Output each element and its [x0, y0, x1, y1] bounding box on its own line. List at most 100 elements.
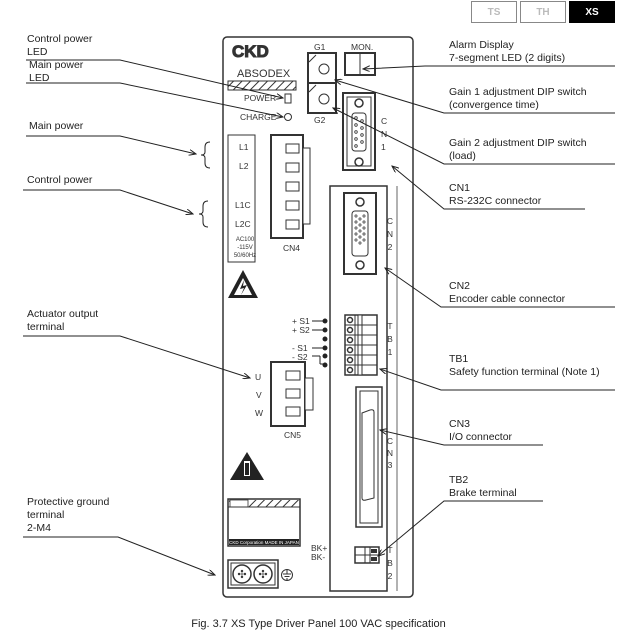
leader-main-power — [26, 135, 196, 154]
tb1-pin-leaders — [312, 318, 328, 368]
leader-gain1 — [335, 80, 615, 114]
label-line: Safety function terminal (Note 1) — [449, 366, 600, 378]
product-badge — [227, 80, 297, 91]
label-line: CN3 — [449, 418, 471, 430]
tb1-pin-plus-s1: + S1 — [292, 316, 310, 326]
leader-tb1 — [380, 369, 615, 391]
label-line: TB2 — [449, 474, 469, 486]
label-line: CN2 — [449, 280, 471, 292]
cn4-l2c: L2C — [235, 219, 251, 229]
label-line: Main power — [29, 59, 84, 71]
product-name: ABSODEX — [237, 68, 291, 80]
label-line: Gain 2 adjustment DIP switch — [449, 137, 587, 149]
tb1-terminal — [344, 314, 378, 376]
label-line: 7-segment LED (2 digits) — [449, 52, 566, 64]
leader-control-power — [23, 189, 193, 214]
bk-minus-label: BK- — [311, 552, 325, 562]
rating-2: -115V — [237, 245, 253, 251]
rating-3: 50/60Hz — [234, 253, 256, 259]
label-line: I/O connector — [449, 431, 513, 443]
ground-terminal-block: ✣ ✣ — [227, 559, 279, 589]
label-line: (convergence time) — [449, 99, 539, 111]
rating-1: AC100 — [236, 237, 255, 243]
mon-label: MON. — [351, 42, 373, 52]
label-control-power: Control power — [27, 174, 92, 187]
tb2-vlabel-1: T — [387, 545, 392, 555]
cn4-label: CN4 — [283, 243, 300, 253]
label-line: Main power — [29, 120, 84, 132]
label-line: TB1 — [449, 353, 469, 365]
label-tb2: TB2 Brake terminal — [449, 474, 517, 500]
label-line: LED — [29, 72, 50, 84]
tb1-pin-plus-s2: + S2 — [292, 325, 310, 335]
nameplate: CKD Corporation MADE IN JAPAN — [227, 498, 301, 547]
cn3-vlabel-1: C — [387, 436, 393, 446]
label-line: RS-232C connector — [449, 195, 542, 207]
charge-label: CHARGE — [240, 112, 277, 122]
cn4-l2: L2 — [239, 161, 249, 171]
bk-plus-label: BK+ — [311, 543, 327, 553]
label-main-power-led: Main power LED — [29, 59, 83, 85]
cn5-v: V — [256, 390, 262, 400]
cn2-vlabel-2: N — [387, 229, 393, 239]
g1-label: G1 — [314, 42, 326, 52]
label-line: terminal — [27, 321, 65, 333]
cn5-label: CN5 — [284, 430, 301, 440]
caution-warning-icon — [230, 452, 264, 480]
charge-led — [284, 113, 292, 121]
label-line: terminal — [27, 509, 65, 521]
cn4-label-plate — [227, 134, 256, 263]
label-line: Protective ground — [27, 496, 110, 508]
variant-tabs: TS TH XS — [471, 1, 616, 23]
label-line: LED — [27, 46, 48, 58]
control-power-brace — [198, 200, 209, 228]
label-line: CN1 — [449, 182, 471, 194]
label-line: 2-M4 — [27, 522, 51, 534]
leader-protective-ground — [23, 536, 215, 575]
tb1-vlabel-2: B — [387, 334, 393, 344]
tb1-pin-minus-s2: - S2 — [292, 352, 308, 362]
tb1-vlabel-1: T — [387, 321, 392, 331]
cn2-vlabel-1: C — [387, 216, 393, 226]
g2-label: G2 — [314, 115, 326, 125]
main-power-brace — [200, 141, 211, 169]
cn4-l1c: L1C — [235, 200, 251, 210]
label-line: Gain 1 adjustment DIP switch — [449, 86, 587, 98]
label-cn2: CN2 Encoder cable connector — [449, 280, 565, 306]
leader-gain2 — [333, 108, 615, 165]
label-line: Control power — [27, 174, 93, 186]
tb1-vlabel-3: 1 — [388, 347, 393, 357]
brand-logo: CKD — [232, 42, 269, 61]
label-line: Actuator output — [27, 308, 99, 320]
cn3-vlabel-3: 3 — [388, 460, 393, 470]
cn2-vlabel-3: 2 — [388, 242, 393, 252]
tab-xs[interactable]: XS — [569, 1, 615, 23]
label-line: Control power — [27, 33, 93, 45]
cn5-u: U — [255, 372, 261, 382]
leader-actuator-output — [23, 335, 250, 378]
power-led — [284, 93, 292, 104]
label-cn3: CN3 I/O connector — [449, 418, 512, 444]
label-line: Encoder cable connector — [449, 293, 566, 305]
tb2-vlabel-2: B — [387, 558, 393, 568]
tab-th[interactable]: TH — [520, 1, 566, 23]
label-control-power-led: Control power LED — [27, 33, 92, 59]
label-gain1: Gain 1 adjustment DIP switch (convergenc… — [449, 86, 587, 112]
leader-tb2 — [378, 500, 543, 556]
leader-cn1 — [392, 166, 585, 210]
tab-ts[interactable]: TS — [471, 1, 517, 23]
label-cn1: CN1 RS-232C connector — [449, 182, 541, 208]
leader-control-power-led — [26, 59, 283, 98]
cn1-vlabel-3: 1 — [381, 142, 386, 152]
power-label: POWER — [244, 93, 276, 103]
cn1-vlabel-1: C — [381, 116, 387, 126]
tb2-vlabel-3: 2 — [388, 571, 393, 581]
figure-caption: Fig. 3.7 XS Type Driver Panel 100 VAC sp… — [191, 618, 446, 630]
label-actuator-output: Actuator output terminal — [27, 308, 98, 334]
leader-cn2 — [385, 268, 615, 308]
high-voltage-warning-icon — [228, 270, 258, 298]
tb2-terminal — [354, 546, 380, 564]
svg-text:✣: ✣ — [258, 569, 267, 581]
label-protective-ground: Protective ground terminal 2-M4 — [27, 496, 109, 535]
